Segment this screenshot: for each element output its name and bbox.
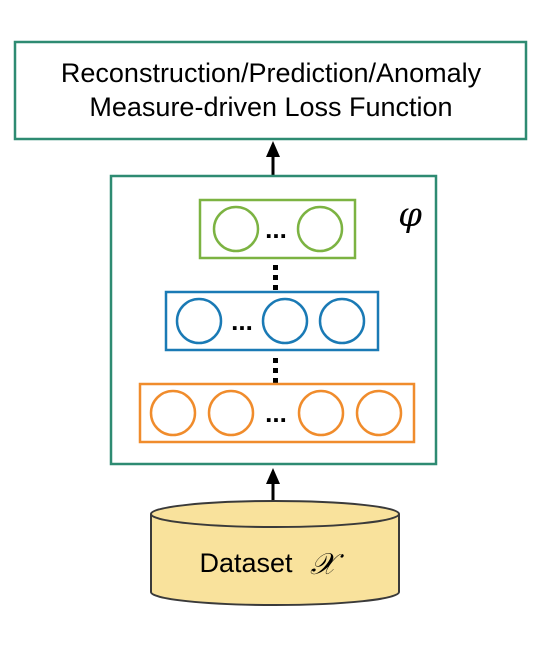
top-layer-ellipsis: ... (265, 214, 287, 244)
top-layer-neuron (296, 205, 344, 253)
middle-layer-neuron (261, 297, 309, 345)
dataset-cylinder-body (150, 514, 400, 606)
bottom-layer-neuron (297, 389, 345, 437)
top-layer-neuron (212, 205, 260, 253)
middle-layer: ... (164, 290, 380, 352)
middle-layer-ellipsis: ... (231, 306, 253, 336)
bottom-layer-neuron (149, 389, 197, 437)
vertical-ellipsis-lower (273, 358, 278, 383)
arrowhead-dataset-to-network (266, 468, 280, 484)
bottom-layer-neuron (207, 389, 255, 437)
phi-symbol: φ (398, 195, 422, 235)
arrowhead-network-to-loss (266, 141, 280, 157)
dataset-cylinder-top (150, 500, 400, 528)
bottom-layer-neuron (355, 389, 403, 437)
dataset-cylinder (150, 500, 400, 606)
loss-function-box (13, 40, 528, 141)
bottom-layer-ellipsis: ... (265, 398, 287, 428)
dataset-label: Dataset (199, 548, 293, 578)
vertical-ellipsis-upper (273, 265, 278, 290)
loss-function-line2: Measure-driven Loss Function (89, 92, 452, 122)
middle-layer-neuron (175, 297, 223, 345)
bottom-layer: ... (138, 382, 416, 444)
middle-layer-neuron (318, 297, 366, 345)
top-layer: ... (198, 198, 357, 260)
loss-function-line1: Reconstruction/Prediction/Anomaly (61, 58, 482, 88)
